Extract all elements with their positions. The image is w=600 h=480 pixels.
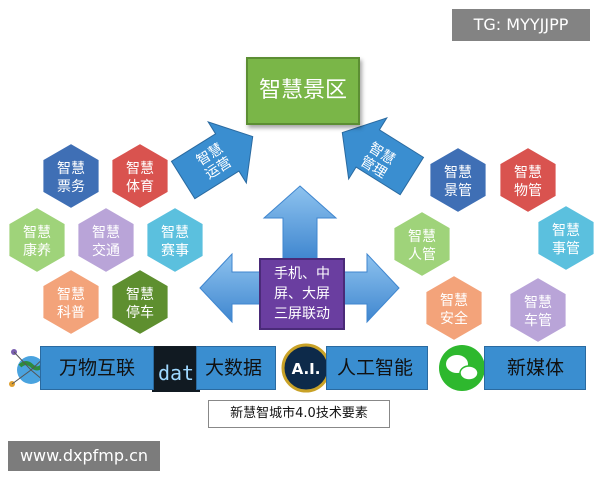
hexagon-label: 智慧 — [57, 161, 85, 177]
right-diagonal-arrow — [341, 117, 425, 196]
hexagon-shape — [110, 267, 170, 337]
hexagon-label: 赛事 — [161, 243, 189, 259]
hexagon-shape — [536, 203, 596, 273]
hexagon-label: 票务 — [57, 179, 85, 195]
hexagon-label: 智慧 — [57, 287, 85, 303]
center-line: 三屏联动 — [274, 306, 330, 322]
svg-text:dat: dat — [158, 361, 194, 385]
hexagon-label: 智慧 — [552, 223, 580, 239]
hexagon-label: 康养 — [23, 242, 51, 259]
tech-bar-new-media: 新媒体 — [484, 346, 586, 390]
watermark-tg: TG: MYYJJPP — [452, 9, 590, 41]
center-three-screen-box: 手机、中 屏、大屏 三屏联动 — [259, 258, 345, 330]
tech-bar-ai: 人工智能 — [326, 346, 428, 390]
wechat-icon — [439, 345, 485, 391]
hexagon-shape — [498, 145, 558, 215]
hexagon-shape — [41, 267, 101, 337]
tech-bar-iot: 万物互联 — [40, 346, 154, 390]
hexagon-label: 智慧 — [161, 225, 189, 241]
svg-text:A.I.: A.I. — [292, 360, 321, 378]
hexagon-label: 智慧 — [23, 225, 51, 241]
hexagon-shape — [76, 205, 136, 275]
center-line: 屏、大屏 — [274, 286, 330, 302]
hexagon-label: 事管 — [552, 241, 580, 257]
hexagon-shape — [428, 145, 488, 215]
data-icon: dat — [152, 346, 200, 392]
ai-icon: A.I. — [281, 343, 331, 393]
hexagon-shape — [7, 205, 67, 275]
hexagon-shape — [392, 209, 452, 279]
tech-label: 万物互联 — [59, 357, 136, 379]
scenic-area-title: 智慧景区 — [246, 57, 360, 125]
center-line: 手机、中 — [274, 266, 330, 282]
hexagon-label: 智慧 — [514, 165, 542, 181]
hexagon-label: 智慧 — [126, 287, 154, 303]
hexagon-label: 停车 — [126, 304, 154, 321]
hexagon-label: 智慧 — [444, 165, 472, 181]
hexagon-label: 智慧 — [440, 293, 468, 309]
hexagon-label: 体育 — [126, 179, 154, 195]
up-arrow — [262, 185, 338, 261]
left-diagonal-arrow: 智慧运营 — [170, 121, 254, 200]
hexagon-group: 智慧票务智慧体育智慧康养智慧交通智慧赛事智慧科普智慧停车智慧景管智慧物管智慧人管… — [7, 141, 596, 345]
hexagon-shape — [110, 141, 170, 211]
hexagon-label: 交通 — [92, 242, 120, 259]
footer-caption: 新慧智城市4.0技术要素 — [208, 400, 390, 428]
hexagon-label: 智慧 — [524, 295, 552, 311]
tech-label: 新媒体 — [507, 357, 565, 379]
hexagon-label: 智慧 — [92, 225, 120, 241]
tech-label: 人工智能 — [337, 357, 414, 379]
hexagon-label: 科普 — [57, 305, 85, 321]
hexagon-label: 智慧 — [126, 161, 154, 177]
tech-label: 大数据 — [205, 357, 263, 379]
hexagon-shape — [424, 273, 484, 343]
hexagon-label: 人管 — [408, 247, 436, 263]
hexagon-shape — [41, 141, 101, 211]
hexagon-label: 物管 — [514, 183, 542, 199]
hexagon-label: 智慧 — [408, 229, 436, 245]
hexagon-shape — [145, 205, 205, 275]
hexagon-label: 安全 — [440, 310, 468, 327]
hexagon-label: 景管 — [444, 183, 472, 199]
watermark-site: www.dxpfmp.cn — [8, 441, 160, 471]
hexagon-label: 车管 — [524, 312, 552, 329]
hexagon-shape — [508, 275, 568, 345]
tech-bar-bigdata: 大数据 — [196, 346, 276, 390]
